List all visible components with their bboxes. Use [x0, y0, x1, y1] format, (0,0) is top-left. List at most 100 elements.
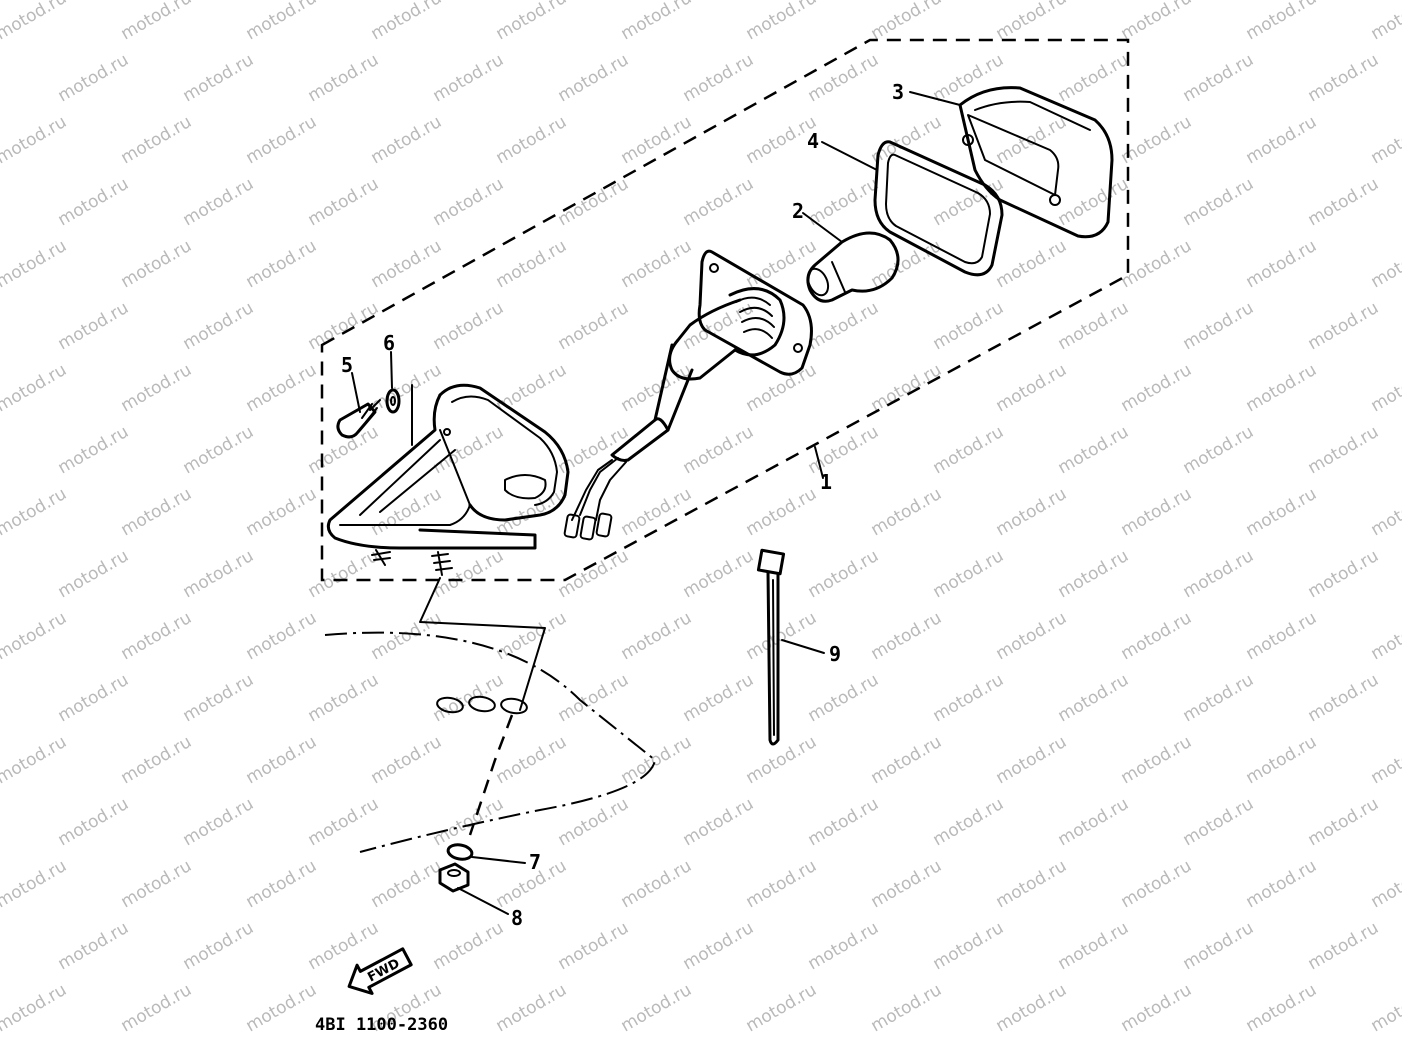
watermark-text: motod.ru [1118, 980, 1196, 1036]
watermark-text: motod.ru [118, 732, 196, 788]
watermark-text: motod.ru [430, 50, 508, 106]
watermark-text: motod.ru [1243, 732, 1321, 788]
bolt [336, 399, 381, 439]
watermark-text: motod.ru [743, 484, 821, 540]
watermark-text: motod.ru [618, 980, 696, 1036]
watermark-text: motod.ru [743, 732, 821, 788]
watermark-text: motod.ru [243, 236, 321, 292]
watermark-text: motod.ru [243, 484, 321, 540]
watermark-text: motod.ru [368, 732, 446, 788]
callout-labels: 1 2 3 4 5 6 7 8 9 [341, 80, 904, 930]
watermark-text: motod.ru [55, 670, 133, 726]
watermark-text: motod.ru [118, 980, 196, 1036]
watermark-text: motod.ru [805, 918, 883, 974]
watermark-text: motod.ru [930, 794, 1008, 850]
watermark-text: motod.ru [1055, 50, 1133, 106]
watermark-text: motod.ru [180, 50, 258, 106]
leader-lines [351, 91, 961, 915]
watermark-text: motod.ru [555, 918, 633, 974]
watermark-text: motod.ru [1180, 174, 1258, 230]
watermark-text: motod.ru [1243, 608, 1321, 664]
fastener-guide-line [468, 714, 514, 836]
watermark-text: motod.ru [555, 422, 633, 478]
fairing-holes [436, 695, 528, 715]
callout-6: 6 [383, 331, 395, 355]
watermark-text: motod.ru [1118, 732, 1196, 788]
watermark-text: motod.ru [368, 0, 446, 44]
watermark-text: motod.ru [368, 112, 446, 168]
watermark-text: motod.ru [1305, 918, 1383, 974]
watermark-text: motod.ru [993, 856, 1071, 912]
watermark-text: motod.ru [180, 670, 258, 726]
watermark-text: motod.ru [1305, 298, 1383, 354]
watermark-text: motod.ru [118, 360, 196, 416]
watermark-text: motod.ru [1180, 918, 1258, 974]
watermark-text: motod.ru [243, 856, 321, 912]
watermark-text: motod.ru [555, 546, 633, 602]
watermark-text: motod.ru [1180, 50, 1258, 106]
watermark-text: motod.ru [1368, 484, 1402, 540]
watermark-text: motod.ru [55, 298, 133, 354]
callout-2: 2 [792, 199, 804, 223]
watermark-text: motod.ru [368, 856, 446, 912]
callout-7: 7 [529, 850, 541, 874]
fairing-outline [324, 631, 657, 853]
watermark-text: motod.ru [1368, 856, 1402, 912]
watermark-text: motod.ru [993, 0, 1071, 44]
watermark-text: motod.ru [555, 174, 633, 230]
watermark-text: motod.ru [118, 112, 196, 168]
watermark-text: motod.ru [618, 856, 696, 912]
watermark-text: motod.ru [243, 732, 321, 788]
watermark-text: motod.ru [1180, 546, 1258, 602]
diagram-code: 4BI 1100-2360 [315, 1015, 448, 1035]
watermark-text: motod.ru [618, 236, 696, 292]
watermark-text: motod.ru [993, 608, 1071, 664]
watermark-text: motod.ru [743, 608, 821, 664]
watermark-text: motod.ru [493, 732, 571, 788]
lens-housing [958, 86, 1114, 239]
callout-8: 8 [511, 906, 523, 930]
watermark-text: motod.ru [930, 546, 1008, 602]
watermark-text: motod.ru [118, 856, 196, 912]
watermark-text: motod.ru [1118, 484, 1196, 540]
watermark-text: motod.ru [993, 112, 1071, 168]
watermark-text: motod.ru [868, 360, 946, 416]
lower-washer [446, 843, 474, 861]
watermark-text: motod.ru [0, 0, 70, 44]
watermark-text: motod.ru [0, 112, 70, 168]
watermark-text: motod.ru [243, 980, 321, 1036]
watermark-text: motod.ru [243, 360, 321, 416]
socket-assembly [563, 249, 813, 541]
watermark-text: motod.ru [118, 0, 196, 44]
base-body [326, 383, 570, 576]
watermark-text: motod.ru [430, 174, 508, 230]
watermark-text: motod.ru [1305, 174, 1383, 230]
watermark-text: motod.ru [1368, 980, 1402, 1036]
callout-9: 9 [829, 642, 841, 666]
watermark-text: motod.ru [680, 670, 758, 726]
watermark-text: motod.ru [368, 608, 446, 664]
watermark-text: motod.ru [1305, 546, 1383, 602]
watermark-text: motod.ru [55, 546, 133, 602]
watermark-text: motod.ru [1180, 422, 1258, 478]
watermark-text: motod.ru [680, 422, 758, 478]
watermark-text: motod.ru [930, 174, 1008, 230]
watermark-text: motod.ru [305, 546, 383, 602]
watermark-text: motod.ru [1243, 484, 1321, 540]
callout-4: 4 [807, 129, 819, 153]
watermark-text: motod.ru [1305, 794, 1383, 850]
watermark-text: motod.ru [305, 298, 383, 354]
watermark-text: motod.ru [805, 50, 883, 106]
watermark-text: motod.ru [243, 112, 321, 168]
watermark-text: motod.ru [743, 0, 821, 44]
watermark-text: motod.ru [1055, 298, 1133, 354]
assembly-boundary [320, 38, 1130, 582]
watermark-text: motod.ru [1243, 360, 1321, 416]
watermark-text: motod.ru [1305, 50, 1383, 106]
watermark-text: motod.ru [1180, 794, 1258, 850]
watermark-text: motod.ru [805, 794, 883, 850]
watermark-text: motod.ru [0, 360, 70, 416]
watermark-text: motod.ru [868, 732, 946, 788]
